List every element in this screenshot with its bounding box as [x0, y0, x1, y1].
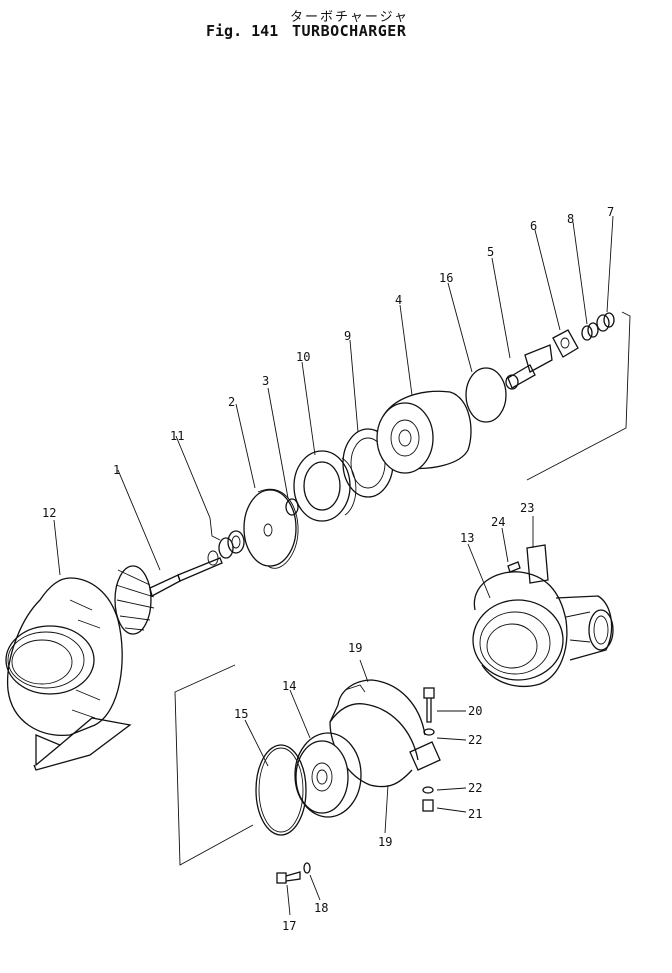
o-ring-16	[465, 367, 507, 423]
impeller	[243, 489, 299, 569]
callout-18: 18	[314, 901, 328, 915]
leader-lines	[53, 215, 614, 916]
bolt-20	[423, 687, 435, 723]
flange-plate	[294, 732, 362, 818]
o-ring-15	[255, 744, 307, 836]
gasket-6	[552, 329, 579, 358]
callout-6: 6	[530, 219, 537, 233]
turbine-shaft-wheel	[114, 550, 223, 635]
lock-nut	[285, 498, 299, 516]
nut-21	[422, 799, 434, 812]
callout-19-top: 19	[348, 641, 362, 655]
callout-21: 21	[468, 807, 482, 821]
callout-2: 2	[228, 395, 235, 409]
callout-16: 16	[439, 271, 453, 285]
japanese-title: ターボチャージャ	[290, 10, 409, 25]
callout-12: 12	[42, 506, 56, 520]
callout-7: 7	[607, 205, 614, 219]
callout-5: 5	[487, 245, 494, 259]
callout-11: 11	[170, 429, 184, 443]
callout-19-bottom: 19	[378, 835, 392, 849]
callout-4: 4	[395, 293, 402, 307]
fitting-7	[596, 312, 615, 332]
seal-rings	[218, 530, 245, 559]
clamp-band	[329, 679, 441, 788]
plate-23	[526, 544, 549, 584]
callout-1: 1	[113, 463, 120, 477]
callout-23: 23	[520, 501, 534, 515]
screw-24	[507, 561, 521, 573]
callout-8: 8	[567, 212, 574, 226]
bearing-housing	[376, 390, 472, 474]
callout-10: 10	[296, 350, 310, 364]
turbine-housing	[472, 571, 614, 687]
callout-9: 9	[344, 329, 351, 343]
callout-13: 13	[460, 531, 474, 545]
washer-22-upper	[423, 728, 435, 736]
callout-17: 17	[282, 919, 296, 933]
compressor-housing	[5, 577, 132, 771]
bolt-17	[276, 871, 301, 884]
callout-20: 20	[468, 704, 482, 718]
back-plate	[293, 450, 357, 522]
oil-inlet-flange	[505, 344, 553, 390]
callout-3: 3	[262, 374, 269, 388]
assembly-line-upper	[526, 311, 631, 481]
assembly-line-lower	[174, 664, 254, 866]
callout-22-bottom: 22	[468, 781, 482, 795]
figure-title: TURBOCHARGER	[292, 22, 407, 40]
callout-22-top: 22	[468, 733, 482, 747]
callout-14: 14	[282, 679, 296, 693]
washer-18	[303, 862, 311, 874]
callout-15: 15	[234, 707, 248, 721]
figure-number: Fig. 141	[206, 22, 279, 40]
adaptor-8	[581, 322, 599, 341]
callout-24: 24	[491, 515, 505, 529]
washer-22-lower	[422, 786, 434, 794]
